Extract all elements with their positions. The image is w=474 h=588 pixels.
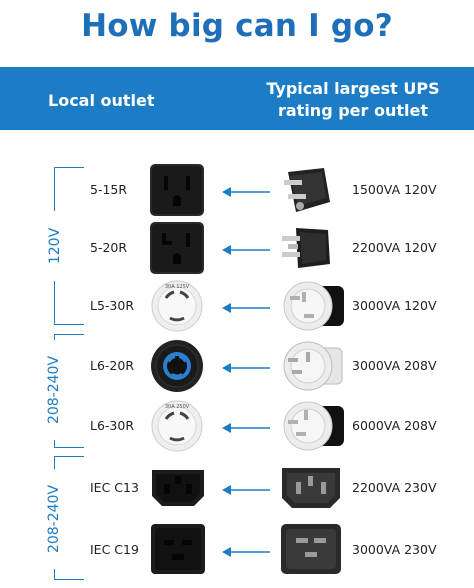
- outlet-l6-30r-icon: 30A 250V: [151, 400, 203, 452]
- plug-l6-30p-icon: [283, 401, 344, 451]
- outlet-5-15r-icon: [150, 164, 204, 216]
- outlet-label: 5-15R: [90, 182, 128, 197]
- rating-label: 1500VA 120V: [352, 182, 437, 197]
- arrow-left-icon: [222, 303, 270, 313]
- plug-l6-20p-icon: [283, 341, 343, 391]
- rating-label: 2200VA 230V: [352, 480, 437, 495]
- rating-label: 6000VA 208V: [352, 418, 437, 433]
- outlet-l6-20r-icon: [151, 340, 203, 392]
- arrow-left-icon: [222, 245, 270, 255]
- outlet-5-20r-icon: [150, 222, 204, 274]
- outlet-label: IEC C19: [90, 542, 139, 557]
- table-row: L5-30R 30A 125V 3000VA 120V: [0, 276, 474, 336]
- outlet-label: 5-20R: [90, 240, 128, 255]
- header-ups-rating-line1: Typical largest UPS: [266, 79, 440, 98]
- rating-label: 3000VA 230V: [352, 542, 437, 557]
- plug-5-15p-icon: [284, 168, 330, 212]
- table-row: 5-20R 2200VA 120V: [0, 218, 474, 278]
- arrow-left-icon: [222, 485, 270, 495]
- outlet-iec-c19-icon: [151, 524, 205, 574]
- table-row: L6-30R 30A 250V 6000VA 208V: [0, 396, 474, 456]
- arrow-left-icon: [222, 547, 270, 557]
- header-ups-rating: Typical largest UPS rating per outlet: [258, 78, 448, 122]
- outlet-label: L6-30R: [90, 418, 135, 433]
- outlet-iec-c13-icon: [152, 470, 204, 506]
- outlet-label: IEC C13: [90, 480, 139, 495]
- outlet-l5-30r-icon: 30A 125V: [151, 280, 203, 332]
- plug-iec-c20-icon: [281, 524, 341, 574]
- table-row: 5-15R 1500VA 120V: [0, 160, 474, 220]
- header-ups-rating-line2: rating per outlet: [277, 101, 428, 120]
- table-row: IEC C13 2200VA 230V: [0, 458, 474, 518]
- svg-text:30A 250V: 30A 250V: [165, 404, 190, 410]
- plug-iec-c14-icon: [282, 468, 340, 508]
- page-title: How big can I go?: [81, 8, 393, 44]
- plug-l5-30p-icon: [283, 281, 344, 331]
- arrow-left-icon: [222, 423, 270, 433]
- rating-label: 3000VA 120V: [352, 298, 437, 313]
- plug-5-20p-icon: [282, 228, 330, 268]
- header-band: Local outlet Typical largest UPS rating …: [0, 67, 474, 130]
- outlet-label: L6-20R: [90, 358, 135, 373]
- arrow-left-icon: [222, 363, 270, 373]
- table-row: IEC C19 3000VA 230V: [0, 518, 474, 578]
- rating-label: 2200VA 120V: [352, 240, 437, 255]
- table-row: L6-20R 3000VA 208V: [0, 336, 474, 396]
- outlet-label: L5-30R: [90, 298, 135, 313]
- svg-text:30A 125V: 30A 125V: [165, 284, 190, 290]
- arrow-left-icon: [222, 187, 270, 197]
- header-local-outlet: Local outlet: [48, 91, 155, 110]
- rating-label: 3000VA 208V: [352, 358, 437, 373]
